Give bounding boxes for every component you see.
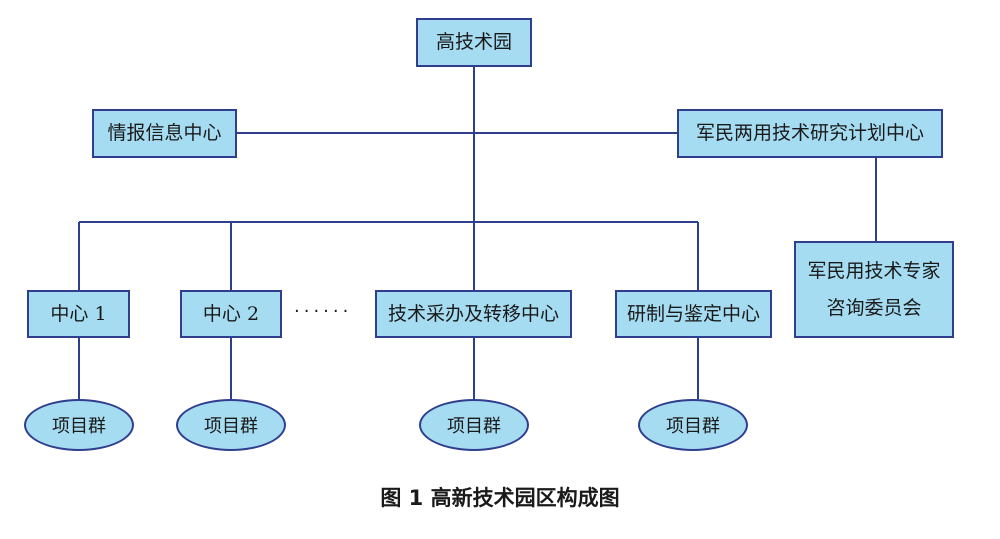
intelligence-center-node: 情报信息中心 <box>92 109 237 158</box>
figure-caption: 图 1 高新技术园区构成图 <box>380 486 620 510</box>
development-evaluation-center-node: 研制与鉴定中心 <box>615 290 772 338</box>
center-1-node: 中心 1 <box>27 290 130 338</box>
project-group-2: 项目群 <box>176 399 286 451</box>
expert-committee-node: 军民用技术专家 咨询委员会 <box>794 241 954 338</box>
root-node: 高技术园 <box>416 18 532 67</box>
ellipsis-dots: ······ <box>294 301 353 322</box>
project-group-1: 项目群 <box>24 399 134 451</box>
expert-committee-line-1: 军民用技术专家 <box>807 259 941 282</box>
tech-procurement-transfer-center-node: 技术采办及转移中心 <box>375 290 572 338</box>
project-group-3: 项目群 <box>419 399 529 451</box>
project-group-4: 项目群 <box>638 399 748 451</box>
center-2-node: 中心 2 <box>180 290 282 338</box>
expert-committee-line-2: 咨询委员会 <box>826 296 922 319</box>
dual-use-research-center-node: 军民两用技术研究计划中心 <box>677 109 943 158</box>
